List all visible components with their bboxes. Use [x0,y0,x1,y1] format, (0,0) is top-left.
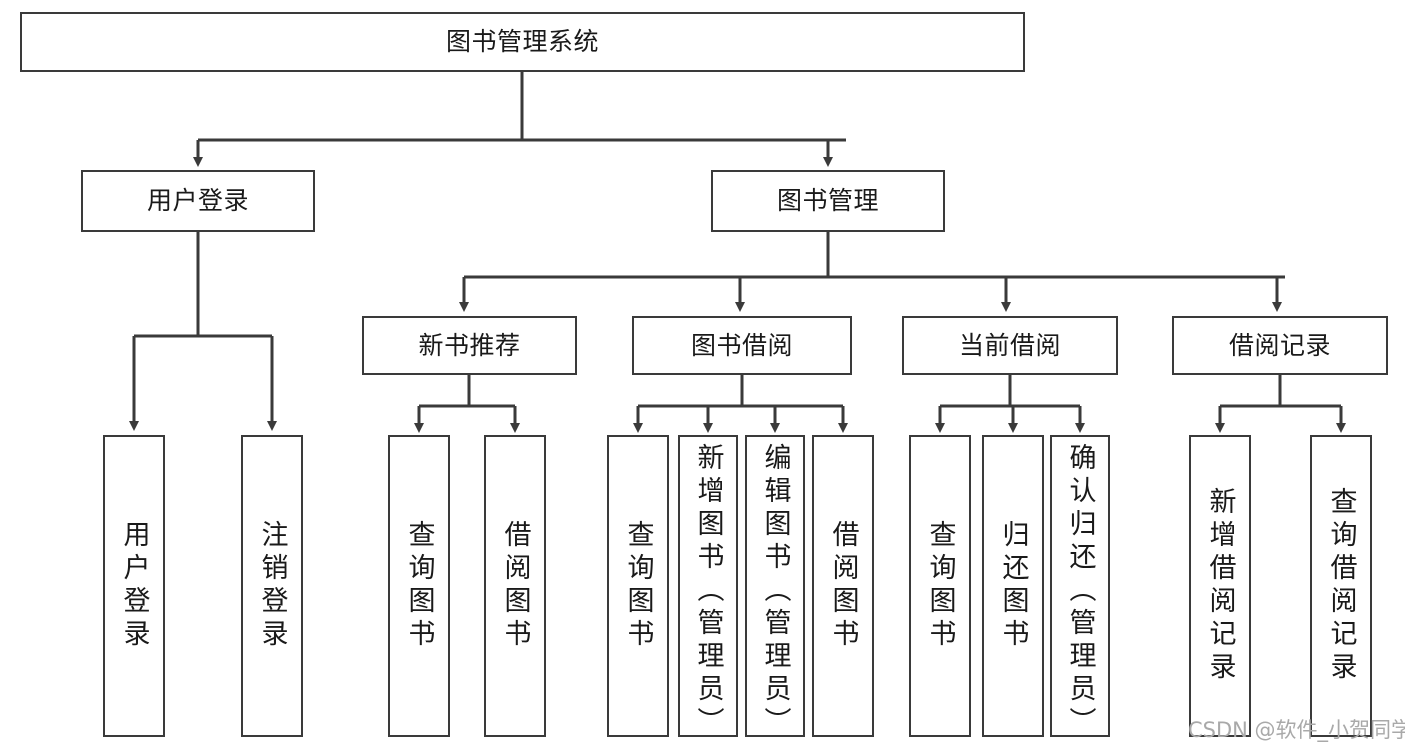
node-user-login[interactable]: 用户登录 [81,170,315,232]
node-borrow-records[interactable]: 借阅记录 [1172,316,1388,375]
leaf-user-logout[interactable]: 注销登录 [241,435,303,737]
node-book-borrow[interactable]: 图书借阅 [632,316,852,375]
leaf-bb-add-book[interactable]: 新增图书（管理员） [678,435,738,740]
leaf-bb-edit-book[interactable]: 编辑图书（管理员） [745,435,805,740]
csdn-watermark: CSDN @软件_小贺同学 [1188,718,1405,742]
node-new-book-recommend[interactable]: 新书推荐 [362,316,577,375]
node-label: 查询图书 [622,520,654,652]
leaf-bb-query-book[interactable]: 查询图书 [607,435,669,737]
node-label: 用户登录 [118,520,150,652]
edge-borrowrecords-to-leaves [1215,375,1346,433]
node-label: 注销登录 [256,520,288,652]
leaf-br-query-record[interactable]: 查询借阅记录 [1310,435,1372,737]
node-label: 图书借阅 [690,330,793,360]
edge-bookborrow-to-leaves [633,375,848,433]
node-book-management[interactable]: 图书管理 [711,170,945,232]
node-label: 查询图书 [924,520,956,652]
node-current-borrow[interactable]: 当前借阅 [902,316,1118,375]
node-label: 当前借阅 [958,330,1061,360]
leaf-cb-query-book[interactable]: 查询图书 [909,435,971,737]
node-label: 新增图书（管理员） [692,443,724,740]
leaf-br-add-record[interactable]: 新增借阅记录 [1189,435,1251,737]
edge-userlogin-to-leaves [129,232,277,431]
node-label: 借阅记录 [1228,330,1331,360]
leaf-cb-return-book[interactable]: 归还图书 [982,435,1044,737]
node-label: 编辑图书（管理员） [759,443,791,740]
node-label: 新书推荐 [418,330,521,360]
leaf-nbr-borrow-book[interactable]: 借阅图书 [484,435,546,737]
edge-bookmanagement-to-level3 [459,232,1285,312]
node-label: 借阅图书 [499,520,531,652]
node-label: 确认归还（管理员） [1064,443,1096,740]
node-label: 图书管理 [776,186,879,216]
node-label: 归还图书 [997,520,1029,652]
node-label: 新增借阅记录 [1204,487,1236,685]
node-label: 查询借阅记录 [1325,487,1357,685]
edge-newbook-to-leaves [414,375,520,433]
node-label: 图书管理系统 [445,27,599,57]
edge-currentborrow-to-leaves [935,375,1085,433]
node-root-book-management-system[interactable]: 图书管理系统 [20,12,1025,72]
node-label: 查询图书 [403,520,435,652]
leaf-nbr-query-book[interactable]: 查询图书 [388,435,450,737]
leaf-cb-confirm-return[interactable]: 确认归还（管理员） [1050,435,1110,740]
node-label: 用户登录 [146,186,249,216]
edge-root-to-level2 [193,72,846,167]
leaf-bb-borrow-book[interactable]: 借阅图书 [812,435,874,737]
node-label: 借阅图书 [827,520,859,652]
leaf-user-login[interactable]: 用户登录 [103,435,165,737]
